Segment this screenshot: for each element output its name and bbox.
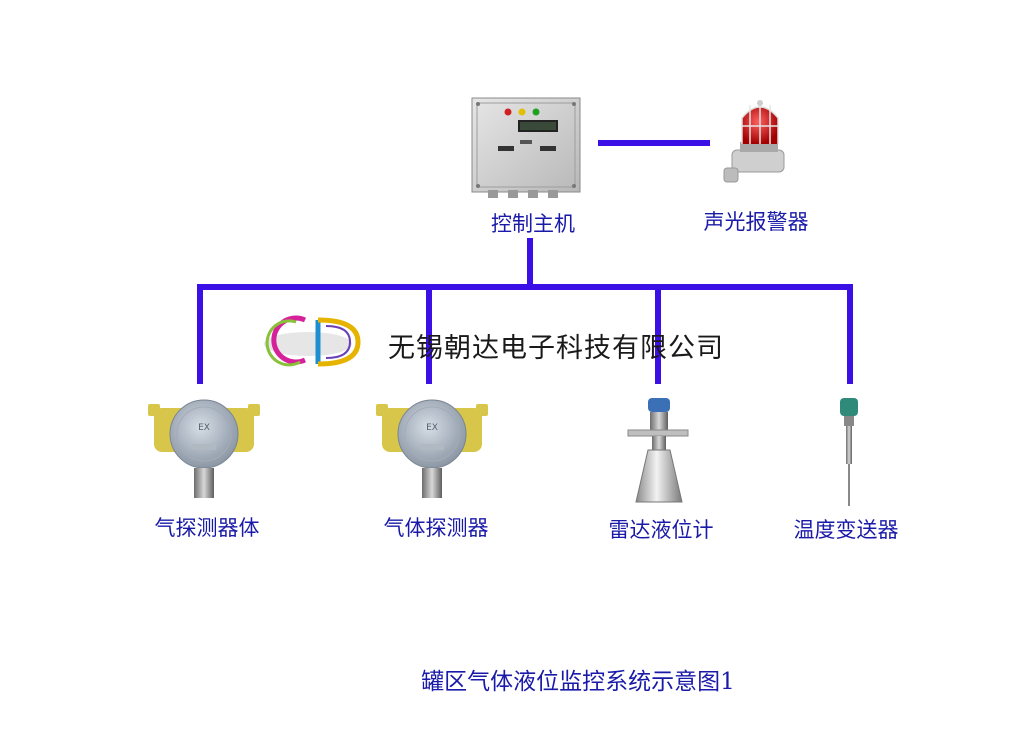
detector1-label: 气探测器体 xyxy=(154,516,260,540)
temp-label: 温度变送器 xyxy=(793,518,899,542)
strobe-alarm-icon xyxy=(723,100,785,183)
temperature-transmitter-icon xyxy=(840,398,858,506)
svg-text:EX: EX xyxy=(198,423,210,433)
svg-text:EX: EX xyxy=(426,423,438,433)
radar-label: 雷达液位计 xyxy=(608,518,714,542)
alarm-label: 声光报警器 xyxy=(703,210,809,234)
diagram-caption: 罐区气体液位监控系统示意图1 xyxy=(421,669,735,695)
company-logo xyxy=(264,315,361,367)
gas-detector-icon: EX xyxy=(376,399,488,498)
gas-detector-icon: EX xyxy=(148,399,260,498)
controller-label: 控制主机 xyxy=(491,212,575,236)
radar-level-gauge-icon xyxy=(627,398,689,503)
control-box-icon xyxy=(471,97,581,198)
detector2-label: 气体探测器 xyxy=(383,516,489,540)
company-name: 无锡朝达电子科技有限公司 xyxy=(388,333,724,364)
connection-lines xyxy=(197,140,853,384)
